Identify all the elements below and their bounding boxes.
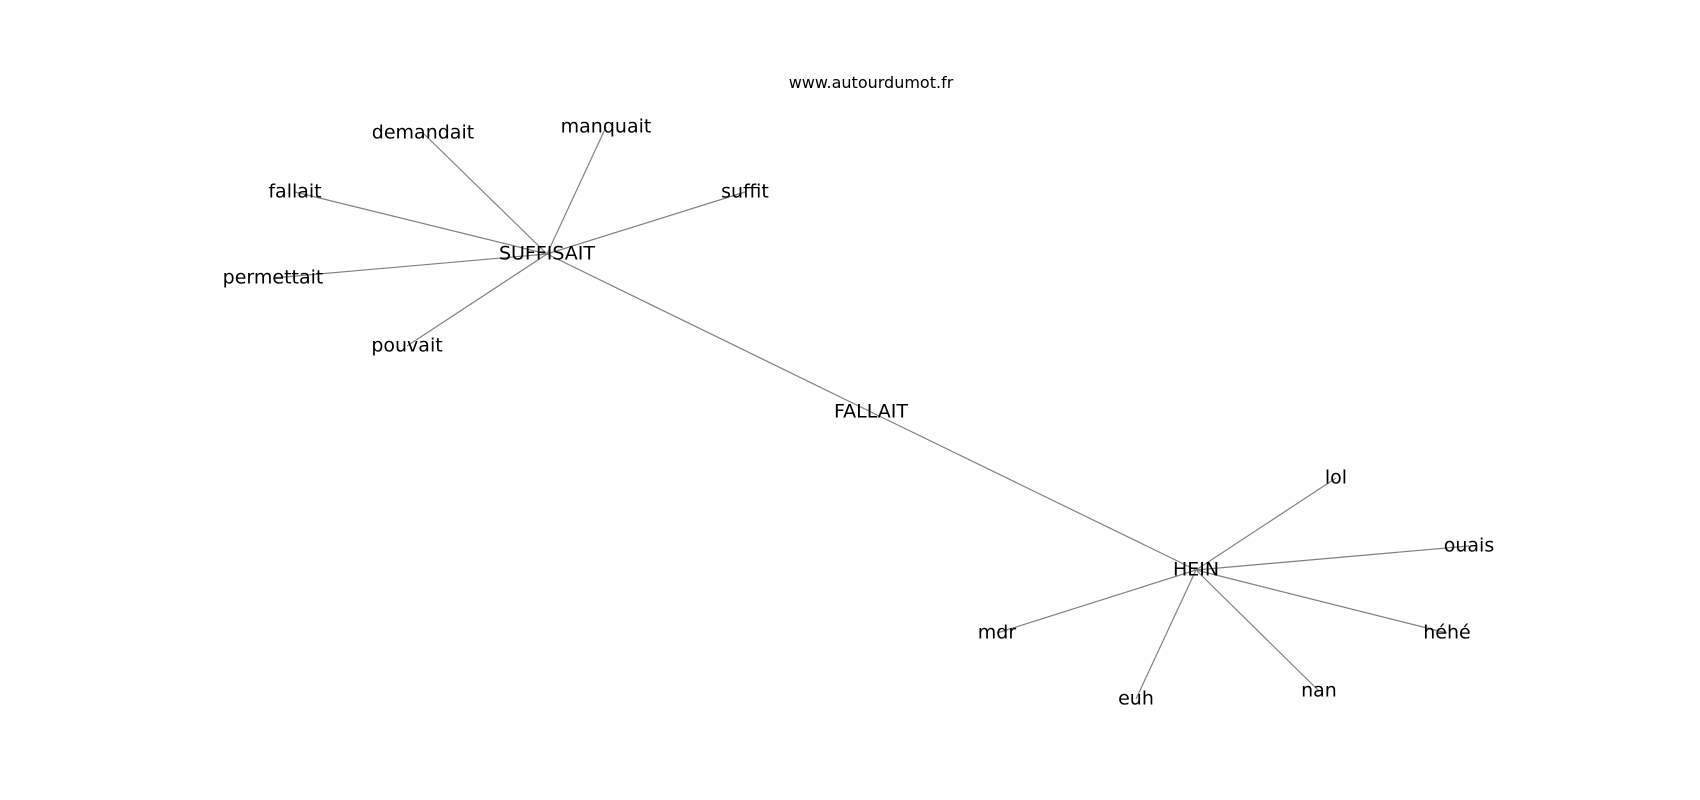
node-label-fallait: fallait (268, 181, 321, 203)
watermark-text: www.autourdumot.fr (789, 73, 954, 92)
edge-suffisait-fallait (294, 191, 548, 255)
node-label-demandait: demandait (372, 122, 474, 144)
node-label-nan: nan (1301, 680, 1337, 702)
edge-hein-lol (1195, 477, 1337, 571)
edge-suffisait-fallait_center (546, 253, 872, 413)
node-label-mdr: mdr (978, 622, 1017, 644)
edge-hein-nan (1195, 569, 1320, 692)
edge-fallait_center-hein (870, 411, 1197, 571)
edge-hein-mdr (996, 569, 1197, 634)
node-label-manquait: manquait (561, 116, 652, 138)
edge-suffisait-demandait (422, 132, 548, 255)
edge-suffisait-pouvait (406, 253, 548, 347)
edge-hein-hehe (1195, 569, 1448, 634)
edge-suffisait-permettait (272, 253, 548, 279)
edge-hein-euh (1135, 569, 1197, 700)
node-label-ouais: ouais (1444, 535, 1495, 557)
node-label-lol: lol (1325, 467, 1347, 489)
edges-layer (272, 126, 1470, 700)
node-label-hehe: héhé (1423, 622, 1470, 644)
node-label-fallait_center: FALLAIT (834, 401, 908, 423)
node-label-pouvait: pouvait (371, 335, 442, 357)
edge-suffisait-suffit (546, 191, 746, 255)
node-label-permettait: permettait (223, 267, 324, 289)
nodes-layer: FALLAIT SUFFISAIT HEIN demandait manquait fal… (223, 116, 1495, 710)
edge-hein-ouais (1195, 545, 1470, 571)
node-label-hein: HEIN (1173, 559, 1219, 581)
node-label-suffisait: SUFFISAIT (499, 243, 595, 265)
edge-suffisait-manquait (546, 126, 607, 255)
node-label-euh: euh (1118, 688, 1154, 710)
node-label-suffit: suffit (721, 181, 769, 203)
